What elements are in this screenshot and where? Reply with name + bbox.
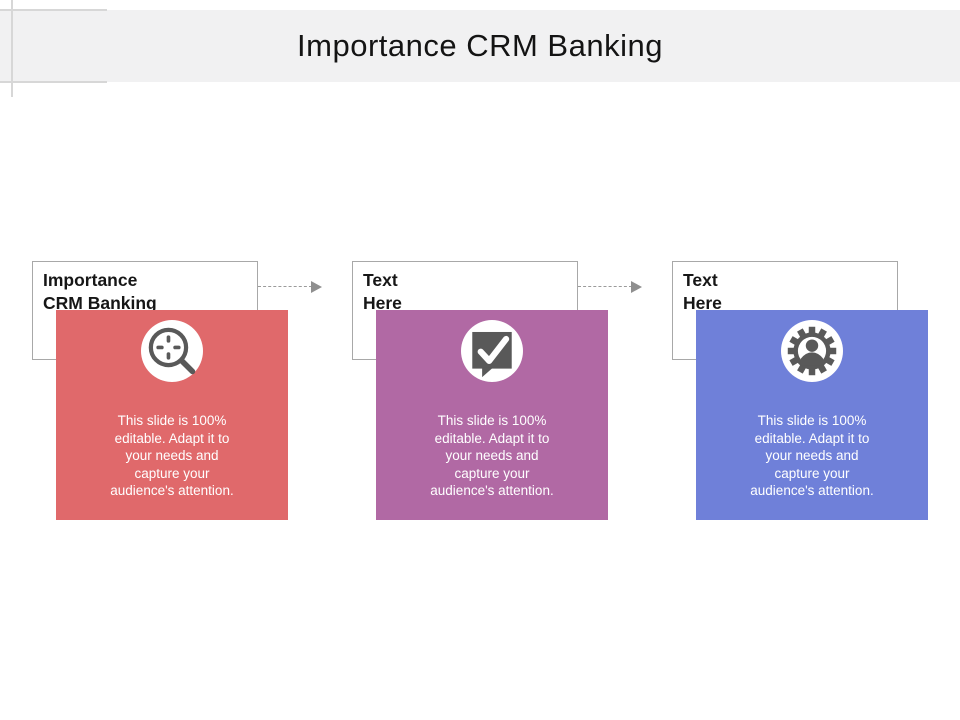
connector-arrow-1	[258, 280, 323, 294]
connector-arrow-2-head	[631, 281, 642, 293]
card-3-label: Text Here	[683, 270, 722, 313]
slide-title: Importance CRM Banking	[297, 28, 663, 63]
card-2-label: Text Here	[363, 270, 402, 313]
card-2-body: This slide is 100% editable. Adapt it to…	[376, 310, 608, 520]
card-1-label: Importance CRM Banking	[43, 270, 157, 313]
connector-arrow-1-head	[311, 281, 322, 293]
title-band	[0, 10, 960, 82]
card-1-body-text: This slide is 100% editable. Adapt it to…	[110, 413, 234, 498]
card-3-icon-circle	[781, 320, 843, 382]
connector-arrow-2	[578, 280, 643, 294]
card-3-body: This slide is 100% editable. Adapt it to…	[696, 310, 928, 520]
card-1-body: This slide is 100% editable. Adapt it to…	[56, 310, 288, 520]
connector-arrow-1-dash	[258, 286, 312, 287]
title-accent-line-bottom	[0, 81, 107, 83]
card-2-body-text: This slide is 100% editable. Adapt it to…	[430, 413, 554, 498]
card-3-body-text: This slide is 100% editable. Adapt it to…	[750, 413, 874, 498]
card-1-icon-circle	[141, 320, 203, 382]
card-2-icon-circle	[461, 320, 523, 382]
title-accent-line-vertical	[11, 0, 13, 97]
title-accent-line-top	[0, 9, 107, 11]
connector-arrow-2-dash	[578, 286, 632, 287]
